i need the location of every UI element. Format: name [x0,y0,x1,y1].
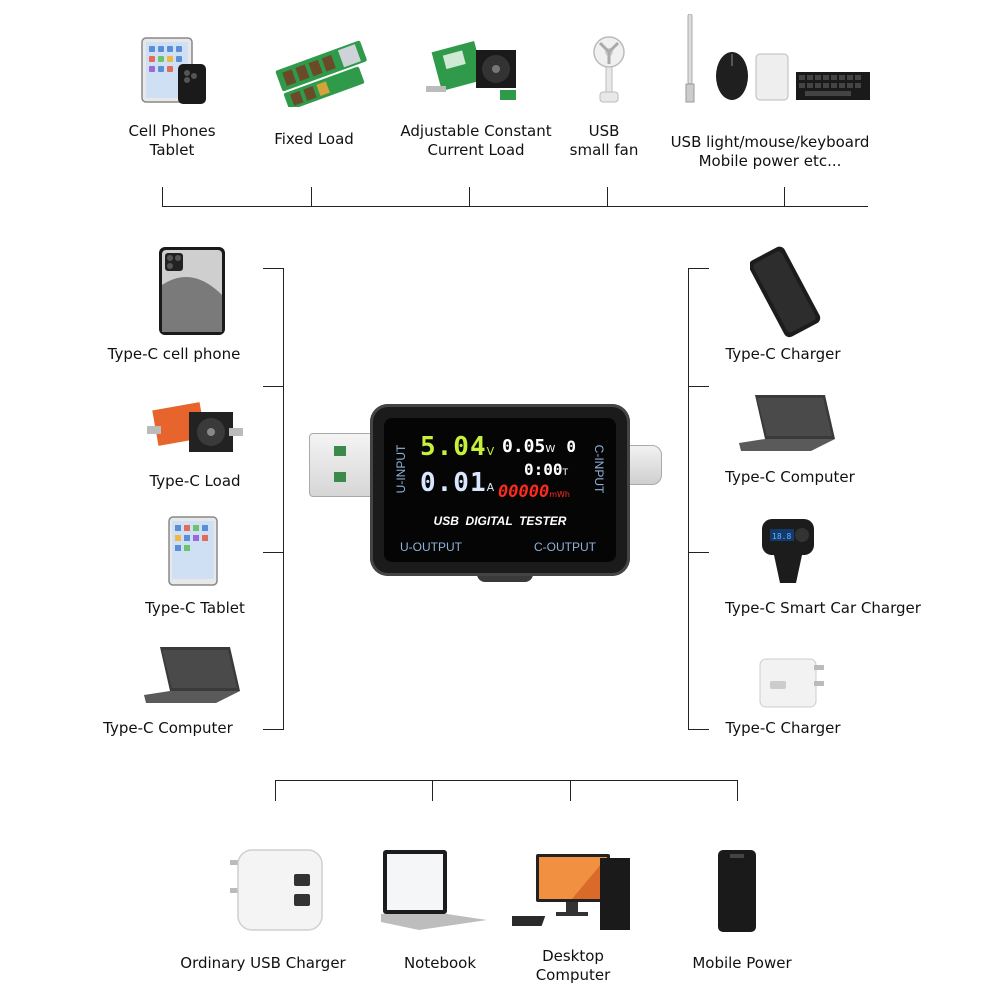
type-c-charger-powerbank-icon [748,243,826,338]
usb-wall-charger-icon [228,848,324,932]
type-c-load-icon [145,398,245,462]
label-line: USB light/mouse/keyboard [670,133,870,151]
current-value: 0.01 [420,468,487,498]
top-bracket-tick [784,187,785,207]
c-output-label: C-OUTPUT [534,540,596,554]
type-c-phone-icon [157,245,227,337]
mobile-power-icon [716,848,758,934]
energy-readout: 00000mWh [498,482,570,502]
bottom-bracket-tick [275,780,276,801]
left-bracket-tick [263,386,284,387]
label-line: Cell Phones [128,122,216,140]
power-extra: 0 [566,437,576,456]
label-line: Tablet [149,141,195,159]
u-input-label: U-INPUT [394,444,408,494]
type-c-computer-icon [142,645,242,707]
bottom-bracket-tick [432,780,433,801]
fixed-load-icon [270,35,375,110]
label-line: Adjustable Constant [400,122,552,140]
usb-fan-icon [588,34,630,106]
power-readout: 0.05W 0 [502,436,576,457]
tester-title: USB DIGITAL TESTER [433,514,567,528]
tablet-phone-icon [140,36,210,106]
car-charger-icon: 18.8 [758,515,818,587]
label-line: Current Load [427,141,525,159]
bottom-bracket-tick [570,780,571,801]
left-bracket-line [283,268,284,730]
type-c-tablet-icon [168,516,218,586]
usb-a-contact [334,446,346,456]
right-label-type-c-computer: Type-C Computer [725,468,855,486]
time-value: 0:00 [524,460,563,479]
top-bracket-tick [162,187,163,207]
energy-value: 00000 [498,482,550,502]
type-c-computer-right-icon [737,393,837,457]
label-line: small fan [569,141,639,159]
c-input-label: C-INPUT [592,444,606,494]
top-bracket-tick [607,187,608,207]
left-bracket-tick [263,729,284,730]
right-label-type-c-charger: Type-C Charger [725,345,841,363]
desktop-computer-icon [485,848,636,932]
label-line: Mobile power etc... [698,152,842,170]
time-readout: 0:00T [524,460,568,479]
energy-unit: mWh [549,490,570,499]
label-line: Computer [535,966,611,984]
bottom-bracket-line [275,780,738,781]
svg-text:18.8: 18.8 [772,532,791,541]
left-label-type-c-computer: Type-C Computer [103,719,233,737]
current-unit: A [486,481,495,494]
right-bracket-tick [688,268,709,269]
top-label-fixed-load: Fixed Load [244,130,384,149]
voltage-value: 5.04 [420,432,487,462]
left-label-type-c-tablet: Type-C Tablet [145,599,245,617]
label-line: Fixed Load [274,130,354,148]
right-label-car-charger: Type-C Smart Car Charger [725,599,921,617]
right-label-type-c-charger-2: Type-C Charger [725,719,841,737]
voltage-unit: V [486,445,495,458]
right-bracket-line [688,268,689,730]
right-bracket-tick [688,552,709,553]
tester-screen: U-INPUT C-INPUT 5.04V 0.05W 0 0:00T 0.01… [384,418,616,562]
bottom-bracket-tick [737,780,738,801]
usb-accessories-icon [680,13,870,106]
left-label-type-c-phone: Type-C cell phone [107,345,241,363]
label-line: USB [588,122,620,140]
left-bracket-tick [263,552,284,553]
current-readout: 0.01A [420,468,494,498]
top-bracket-tick [469,187,470,207]
bottom-label-mobile-power: Mobile Power [692,954,792,972]
notebook-icon [379,848,489,932]
left-label-type-c-load: Type-C Load [149,472,241,490]
usb-tester-body: U-INPUT C-INPUT 5.04V 0.05W 0 0:00T 0.01… [370,404,630,576]
usb-a-contact [334,472,346,482]
top-bracket-tick [311,187,312,207]
left-bracket-tick [263,268,284,269]
voltage-readout: 5.04V [420,432,494,462]
time-unit: T [562,468,569,478]
power-unit: W [545,444,556,455]
bottom-label-notebook: Notebook [403,954,477,972]
type-c-wall-charger-icon [754,651,829,711]
right-bracket-tick [688,729,709,730]
top-bracket-line [162,206,868,207]
adjustable-load-icon [420,28,530,110]
right-bracket-tick [688,386,709,387]
label-line: Desktop [542,947,604,965]
power-value: 0.05 [502,436,546,457]
u-output-label: U-OUTPUT [400,540,462,554]
bottom-label-usb-charger: Ordinary USB Charger [180,954,346,972]
